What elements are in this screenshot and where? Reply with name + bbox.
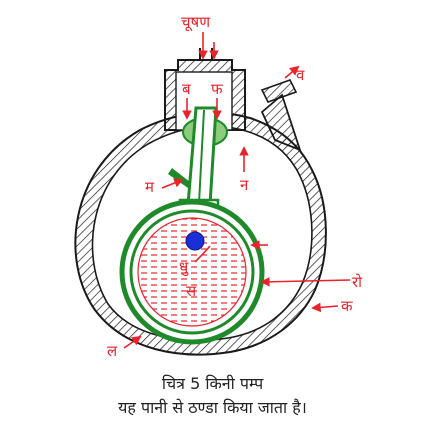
annotation-arrows xyxy=(123,32,351,349)
label-n: न xyxy=(240,176,249,194)
eccentric-shaft xyxy=(185,231,205,251)
label-b: ब xyxy=(182,80,191,98)
kinney-pump-diagram: चूषण ब फ व म न धु स रो क ल xyxy=(74,13,363,360)
label-l: ल xyxy=(107,342,118,360)
caption-note: यह पानी से ठण्डा किया जाता है। xyxy=(118,398,307,417)
label-m: म xyxy=(145,178,155,196)
label-suction: चूषण xyxy=(181,13,211,32)
label-k: क xyxy=(341,297,353,315)
label-dhu: धु xyxy=(179,258,189,277)
label-v: व xyxy=(296,66,305,84)
label-ph: फ xyxy=(211,80,223,98)
label-ro: रो xyxy=(352,273,363,291)
discharge-valve xyxy=(260,79,302,152)
rotor xyxy=(119,199,265,345)
label-s: स xyxy=(186,282,197,300)
caption-title: चित्र 5 किनी पम्प xyxy=(161,374,264,393)
